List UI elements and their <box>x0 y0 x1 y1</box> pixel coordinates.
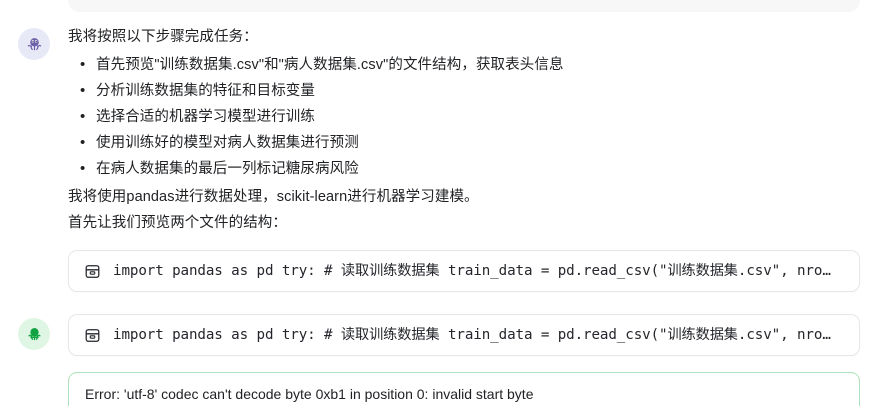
archive-box-icon <box>83 326 101 344</box>
code-snippet-card[interactable]: import pandas as pd try: # 读取训练数据集 train… <box>68 250 860 292</box>
assistant-preview-text: 首先让我们预览两个文件的结构： <box>68 215 287 231</box>
assistant-intro-text: 我将按照以下步骤完成任务： <box>68 29 258 45</box>
tool-result-body: import pandas as pd try: # 读取训练数据集 train… <box>68 314 880 406</box>
top-panel-edge <box>68 0 860 12</box>
avatar <box>18 318 50 350</box>
list-item: 在病人数据集的最后一列标记糖尿病风险 <box>80 156 860 182</box>
list-item: 分析训练数据集的特征和目标变量 <box>80 78 860 104</box>
assistant-avatar-column <box>0 24 68 60</box>
plan-step-list: 首先预览"训练数据集.csv"和"病人数据集.csv"的文件结构，获取表头信息 … <box>68 52 860 182</box>
octopus-icon <box>25 35 44 54</box>
archive-box-icon <box>83 262 101 280</box>
assistant-message: 我将按照以下步骤完成任务： 首先预览"训练数据集.csv"和"病人数据集.csv… <box>0 24 880 292</box>
tool-result-message: import pandas as pd try: # 读取训练数据集 train… <box>0 314 880 406</box>
code-snippet-text: import pandas as pd try: # 读取训练数据集 train… <box>113 327 831 343</box>
error-output-card: Error: 'utf-8' codec can't decode byte 0… <box>68 372 860 406</box>
assistant-tools-text: 我将使用pandas进行数据处理，scikit-learn进行机器学习建模。 <box>68 189 479 205</box>
list-item: 选择合适的机器学习模型进行训练 <box>80 104 860 130</box>
octopus-icon <box>25 325 44 344</box>
assistant-message-body: 我将按照以下步骤完成任务： 首先预览"训练数据集.csv"和"病人数据集.csv… <box>68 24 880 292</box>
code-snippet-text: import pandas as pd try: # 读取训练数据集 train… <box>113 263 831 279</box>
error-message-text: Error: 'utf-8' codec can't decode byte 0… <box>85 386 534 402</box>
list-item: 使用训练好的模型对病人数据集进行预测 <box>80 130 860 156</box>
code-snippet-card[interactable]: import pandas as pd try: # 读取训练数据集 train… <box>68 314 860 356</box>
avatar <box>18 28 50 60</box>
message-thread: 我将按照以下步骤完成任务： 首先预览"训练数据集.csv"和"病人数据集.csv… <box>0 24 880 406</box>
list-item: 首先预览"训练数据集.csv"和"病人数据集.csv"的文件结构，获取表头信息 <box>80 52 860 78</box>
tool-avatar-column <box>0 314 68 350</box>
